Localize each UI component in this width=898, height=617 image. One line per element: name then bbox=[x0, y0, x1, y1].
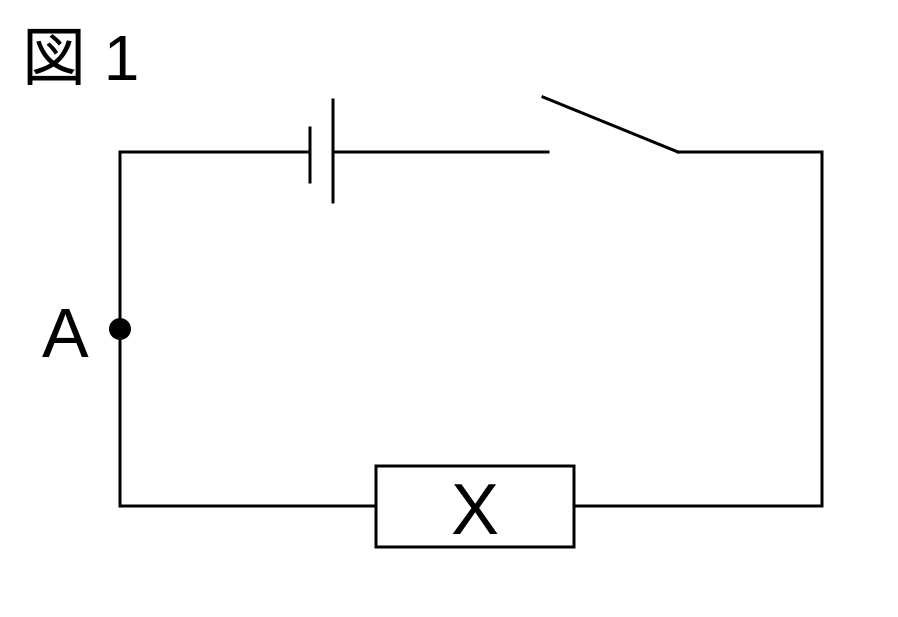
figure-label: 図 1 bbox=[22, 22, 139, 94]
point-a-label: A bbox=[42, 294, 89, 372]
battery-cell bbox=[308, 98, 335, 204]
switch-blade bbox=[541, 95, 680, 154]
component-x-label: X bbox=[451, 470, 499, 550]
point-a-dot bbox=[109, 318, 131, 340]
